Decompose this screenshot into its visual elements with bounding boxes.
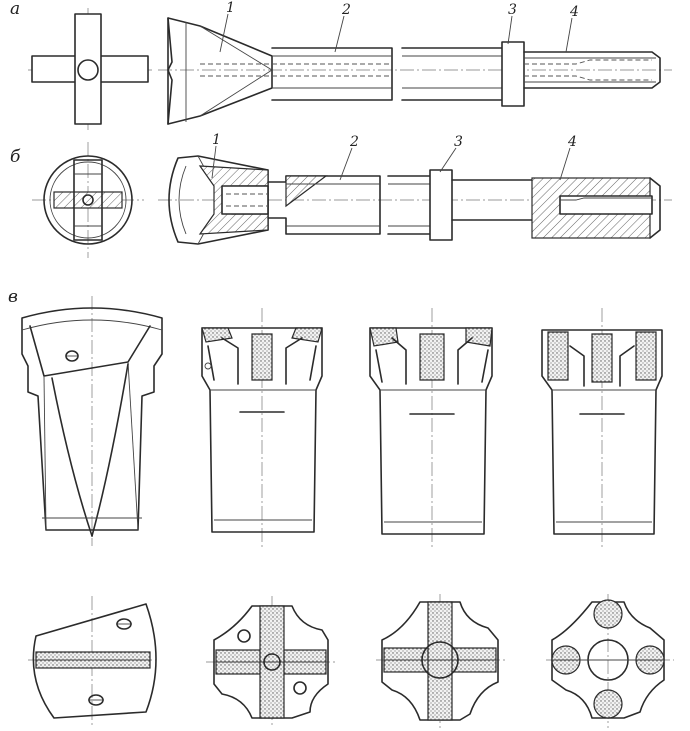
bit-1-end-view bbox=[28, 596, 157, 726]
callout-a-1: 1 bbox=[226, 0, 235, 16]
view-label-v: в bbox=[8, 287, 18, 307]
bit-4-end-view bbox=[546, 594, 674, 728]
view-label-a: а bbox=[10, 0, 20, 19]
row-b-side-view bbox=[158, 145, 672, 245]
bit-3-side-view bbox=[369, 308, 493, 548]
callout-b-1: 1 bbox=[212, 132, 221, 148]
row-a-side-view bbox=[158, 13, 672, 125]
callout-a-3: 3 bbox=[508, 2, 517, 18]
bit-2-end-view bbox=[206, 596, 336, 728]
bit-2-side-view bbox=[201, 308, 323, 548]
callout-b-4: 4 bbox=[567, 134, 577, 150]
callout-a-2: 2 bbox=[341, 2, 351, 18]
view-label-b: б bbox=[10, 147, 21, 167]
row-b-end-view bbox=[32, 142, 144, 258]
bit-3-end-view bbox=[376, 594, 506, 728]
row-a-end-view bbox=[28, 8, 152, 130]
callout-b-3: 3 bbox=[454, 134, 463, 150]
callout-a-4: 4 bbox=[569, 4, 579, 20]
callout-b-2: 2 bbox=[349, 134, 359, 150]
bit-4-side-view bbox=[541, 308, 663, 548]
bit-1-side-view bbox=[21, 296, 163, 546]
